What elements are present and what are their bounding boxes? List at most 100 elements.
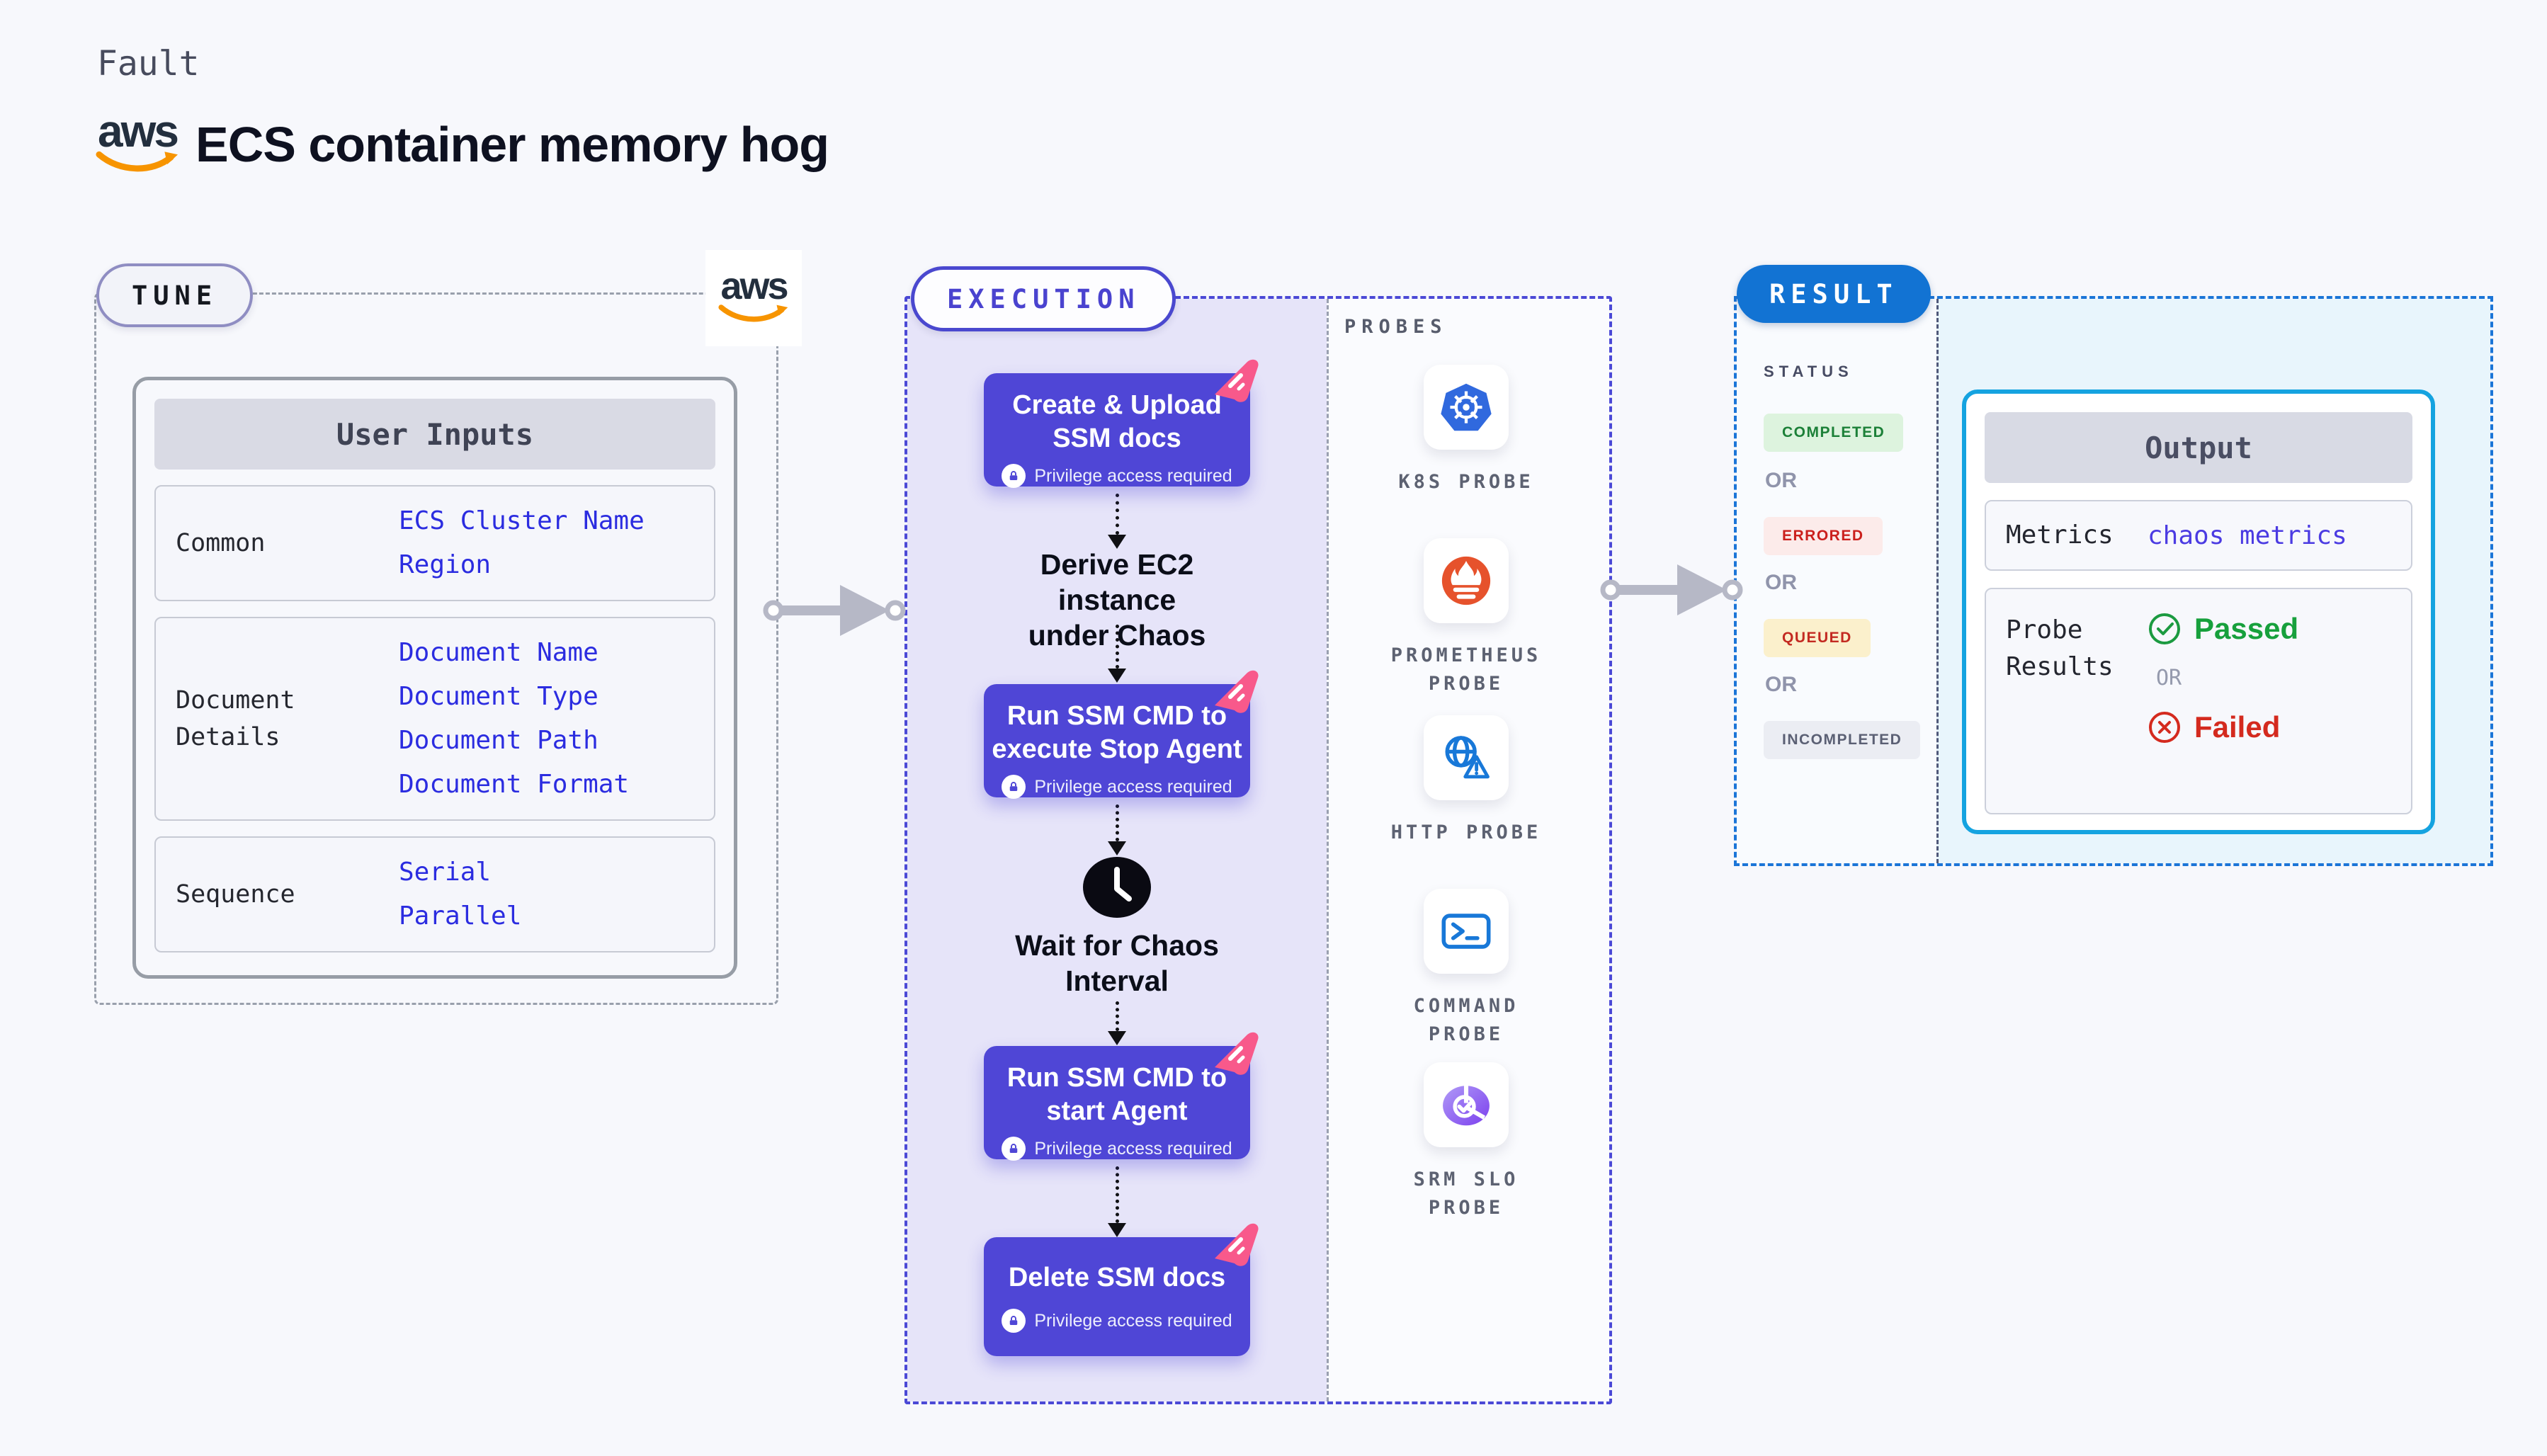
flow-connector: [1116, 804, 1119, 841]
arrow-execution-to-result: [1600, 564, 1743, 615]
status-heading: STATUS: [1764, 363, 1854, 380]
group-label: Document Details: [176, 686, 295, 751]
flow-arrowhead-icon: [1108, 669, 1126, 683]
aws-logo-text: aws: [98, 106, 179, 157]
step-card-run-ssm-stop-agent: Run SSM CMD to execute Stop Agent Privil…: [984, 670, 1259, 799]
flow-connector: [1116, 494, 1119, 535]
input-value: Region: [399, 550, 492, 579]
output-panel: Output Metrics chaos metrics Probe Resul…: [1962, 389, 2435, 834]
user-inputs-group-sequence: Sequence Serial Parallel: [154, 836, 715, 952]
input-value: ECS Cluster Name: [399, 506, 645, 535]
lock-icon: [1002, 1309, 1026, 1333]
probe-label: K8S PROBE: [1398, 471, 1534, 493]
tune-pill: TUNE: [96, 263, 254, 327]
execution-pill: EXECUTION: [911, 266, 1176, 331]
user-inputs-header: User Inputs: [154, 399, 715, 470]
privilege-note: Privilege access required: [1034, 1138, 1232, 1159]
status-badge-queued: QUEUED: [1764, 619, 1871, 657]
step-title: Create & Upload SSM docs: [1012, 390, 1222, 453]
probe-results-row: Probe Results Passed OR Failed: [1985, 588, 2412, 814]
kubernetes-wheel-icon: [1424, 365, 1509, 450]
probe-command: COMMAND PROBE: [1388, 889, 1544, 1049]
user-inputs-group-common: Common ECS Cluster Name Region: [154, 485, 715, 601]
input-value: Document Path: [399, 726, 599, 755]
or-label: OR: [1765, 673, 1797, 696]
flow-connector: [1116, 1166, 1119, 1223]
metrics-row: Metrics chaos metrics: [1985, 500, 2412, 571]
globe-alert-icon: [1424, 715, 1509, 800]
aws-logo: aws: [718, 265, 789, 326]
chaos-flag-icon: [1215, 359, 1259, 402]
step-card-delete-ssm-docs: Delete SSM docs Privilege access require…: [984, 1223, 1259, 1356]
x-circle-icon: [2149, 712, 2180, 743]
privilege-note: Privilege access required: [1034, 1310, 1232, 1331]
chaos-flag-icon: [1215, 1032, 1259, 1075]
passed-label: Passed: [2194, 612, 2299, 645]
probe-k8s: K8S PROBE: [1388, 365, 1544, 496]
aws-smile-icon: [96, 152, 178, 172]
flow-arrowhead-icon: [1108, 535, 1126, 549]
flow-arrowhead-icon: [1108, 841, 1126, 855]
aws-logo-text: aws: [720, 265, 788, 308]
probe-prometheus: PROMETHEUS PROBE: [1388, 538, 1544, 698]
probes-heading: PROBES: [1344, 316, 1448, 338]
lock-icon: [1002, 464, 1026, 488]
donut-check-icon: [1424, 1062, 1509, 1147]
check-circle-icon: [2149, 613, 2180, 644]
step-title: Run SSM CMD to start Agent: [1006, 1063, 1227, 1126]
or-label: OR: [2156, 666, 2182, 690]
wait-clock-icon: [1083, 857, 1151, 918]
result-divider: [1936, 299, 1939, 863]
result-status-region: [1737, 299, 1936, 863]
user-inputs-group-document-details: Document Details Document Name Document …: [154, 617, 715, 821]
status-badge-errored: ERRORED: [1764, 517, 1883, 555]
probe-label: SRM SLO PROBE: [1413, 1168, 1519, 1219]
terminal-icon: [1424, 889, 1509, 974]
chaos-flag-icon: [1215, 670, 1259, 713]
step-title: Delete SSM docs: [1008, 1263, 1226, 1292]
output-header: Output: [1985, 412, 2412, 483]
flow-arrowhead-icon: [1108, 1031, 1126, 1045]
failed-label: Failed: [2194, 710, 2281, 744]
step-card-create-upload-ssm-docs: Create & Upload SSM docs Privilege acces…: [984, 359, 1259, 488]
step-label-wait-chaos-interval: Wait for Chaos Interval: [1015, 929, 1219, 997]
flow-connector: [1116, 1001, 1119, 1031]
chaos-flag-icon: [1215, 1223, 1259, 1266]
privilege-note: Privilege access required: [1034, 776, 1232, 797]
flow-arrowhead-icon: [1108, 1223, 1126, 1237]
arrow-tune-to-execution: [763, 585, 906, 636]
probe-label: PROMETHEUS PROBE: [1390, 644, 1542, 695]
group-label: Sequence: [176, 880, 295, 909]
step-title: Run SSM CMD to execute Stop Agent: [992, 701, 1242, 764]
probe-srm-slo: SRM SLO PROBE: [1388, 1062, 1544, 1222]
group-label: Common: [176, 529, 266, 557]
aws-smile-icon: [718, 305, 788, 322]
probe-http: HTTP PROBE: [1388, 715, 1544, 847]
privilege-note: Privilege access required: [1034, 465, 1232, 486]
user-inputs-table: User Inputs Common ECS Cluster Name Regi…: [132, 377, 737, 979]
input-value: Document Format: [399, 770, 630, 799]
execution-probes-divider: [1327, 299, 1329, 1401]
page-title: ECS container memory hog: [195, 117, 829, 172]
input-value: Document Type: [399, 682, 599, 711]
probe-results-label: Probe Results: [2006, 615, 2114, 681]
aws-logo: aws: [94, 106, 181, 176]
fault-kind-label: Fault: [97, 44, 200, 84]
status-badge-incompleted: INCOMPLETED: [1764, 721, 1921, 759]
lock-icon: [1002, 1137, 1026, 1161]
input-value: Serial: [399, 858, 492, 887]
result-pill: RESULT: [1737, 265, 1931, 323]
probe-label: HTTP PROBE: [1390, 821, 1542, 843]
probe-label: COMMAND PROBE: [1413, 995, 1519, 1045]
tune-section-box: [94, 292, 778, 1005]
step-label-derive-ec2: Derive EC2 instance under Chaos: [1028, 548, 1206, 652]
or-label: OR: [1765, 469, 1797, 492]
tune-aws-logo-patch: aws: [705, 250, 802, 346]
prometheus-flame-icon: [1424, 538, 1509, 623]
metrics-label: Metrics: [2006, 521, 2114, 550]
metrics-value: chaos metrics: [2148, 521, 2347, 550]
lock-icon: [1002, 775, 1026, 799]
status-badge-completed: COMPLETED: [1764, 414, 1904, 452]
or-label: OR: [1765, 571, 1797, 594]
execution-probes-region: [1327, 299, 1609, 1401]
